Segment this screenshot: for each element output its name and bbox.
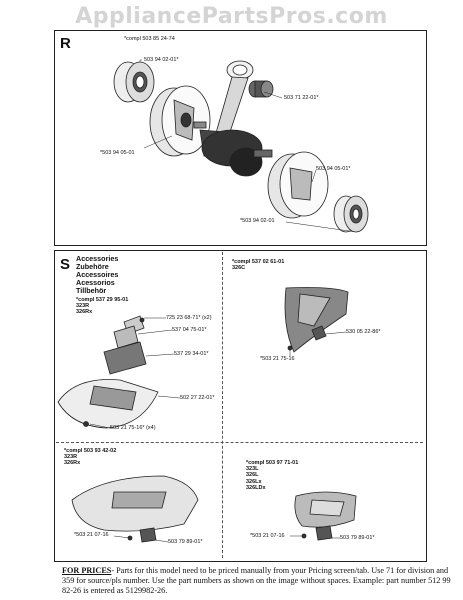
section-s-divider-horizontal	[56, 442, 423, 443]
group4-compl: *compl 503 97 71-01	[246, 460, 299, 466]
pricing-note-prefix: FOR PRICES	[62, 566, 112, 575]
section-r-frame	[54, 30, 427, 246]
group2-part-label-2: *503 21 75-16	[260, 356, 295, 362]
group1-part-label-5: 503 21 75-16* (x4)	[110, 425, 156, 431]
parts-diagram-sheet: R *compl 503 85 24-74 S Accessories Zube…	[54, 30, 427, 562]
group4-model-4: 326LDx	[246, 484, 266, 491]
left-bearing	[113, 61, 155, 103]
part-label-r1: 503 94 02-01*	[144, 57, 179, 63]
part-label-r3: *503 94 05-01	[100, 150, 135, 156]
group2-compl-label: *compl 537 02 61-01 326C	[232, 259, 284, 271]
group1-leader-lines	[89, 317, 181, 429]
group1-compl-label: *compl 537 29 95-01 323R 326Rx	[76, 297, 128, 316]
section-r-leader-lines	[139, 59, 357, 233]
pricing-note-text: - Parts for this model need to be priced…	[62, 566, 451, 595]
right-crank-flywheel	[267, 151, 329, 219]
needle-bearing	[248, 80, 274, 98]
part-label-r2: 503 71 22-01*	[284, 95, 319, 101]
left-crank-flywheel	[149, 85, 211, 157]
group1-model-1: 323R	[76, 303, 90, 310]
group4-model-3: 326Lx	[246, 478, 262, 485]
group3-part-label-1: *503 21 07-16	[74, 532, 109, 538]
line-art	[57, 59, 369, 543]
pricing-note: FOR PRICES- Parts for this model need to…	[62, 566, 457, 596]
accessories-title-fr: Accessoires	[76, 270, 119, 279]
right-bearing	[333, 195, 369, 233]
section-s-frame	[54, 250, 427, 562]
group3-compl: *compl 503 93 42-02	[64, 448, 117, 454]
group2-compl: *compl 537 02 61-01	[232, 259, 285, 265]
group4-part-label-2: 503 79 89-01*	[340, 535, 375, 541]
accessories-title-es: Acessorios	[76, 278, 115, 287]
accessories-title-de: Zubehöre	[76, 262, 109, 271]
group3-leader-lines	[113, 535, 169, 543]
section-r-compl-label: *compl 503 85 24-74	[124, 36, 175, 42]
group2-parts-art	[284, 287, 349, 353]
group3-compl-label: *compl 503 93 42-02 323R 326Rx	[64, 448, 116, 467]
group3-model-2: 326Rx	[64, 460, 81, 467]
group1-compl: *compl 537 29 95-01	[76, 297, 129, 303]
group4-part-label-1: *503 21 07-16	[250, 533, 285, 539]
group2-model-1: 326C	[232, 265, 246, 272]
group1-parts-art	[57, 315, 159, 429]
group4-compl-label: *compl 503 97 71-01 323L 326L 326Lx 326L…	[246, 460, 298, 491]
group4-model-2: 326L	[246, 472, 259, 479]
group1-model-2: 326Rx	[76, 309, 93, 316]
crankshaft-assembly	[193, 121, 273, 177]
section-r-letter: R	[60, 35, 71, 52]
accessories-title-list: Accessories Zubehöre Accessoires Acessor…	[76, 255, 118, 295]
section-s-divider-vertical	[222, 252, 223, 558]
group4-parts-art	[294, 491, 357, 541]
group1-part-label-4: 502 27 22-01*	[180, 395, 215, 401]
watermark: AppliancePartsPros.com	[75, 4, 388, 29]
group4-leader-lines	[290, 535, 340, 539]
part-label-r4: 503 94 05-01*	[316, 166, 351, 172]
part-label-r5: *503 94 02-01	[240, 218, 275, 224]
accessories-title-en: Accessories	[76, 254, 119, 263]
group3-model-1: 323R	[64, 454, 78, 461]
section-s-letter: S	[60, 256, 71, 273]
group1-part-label-3: 537 29 34-01*	[174, 351, 209, 357]
group4-model-1: 323L	[246, 466, 259, 473]
group2-leader-lines	[289, 331, 347, 356]
group2-part-label-1: 530 05 22-86*	[346, 329, 381, 335]
accessories-title-sv: Tillbehör	[76, 286, 107, 295]
group1-part-label-1: 725 23 68-71* (x2)	[166, 315, 212, 321]
group3-parts-art	[71, 475, 199, 543]
group1-part-label-2: 537 04 75-01*	[172, 327, 207, 333]
group3-part-label-2: 503 79 89-01*	[168, 539, 203, 545]
